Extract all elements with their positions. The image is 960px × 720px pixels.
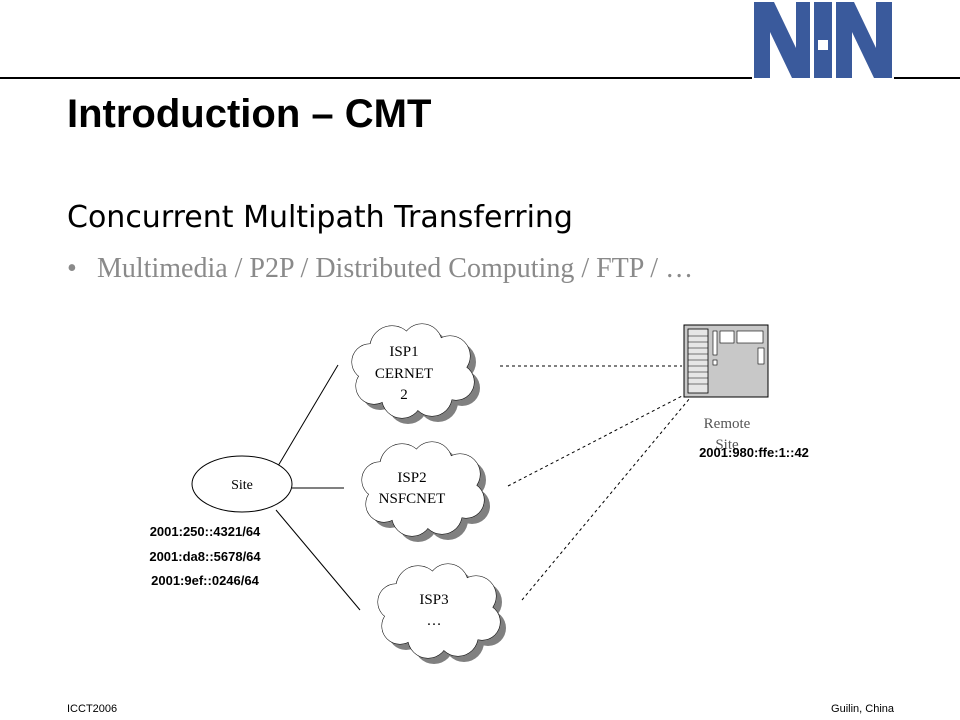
isp1-label-line3: 2: [400, 387, 408, 403]
isp2-cloud: ISP2 NSFCNET: [361, 441, 490, 542]
isp3-label-line2: …: [427, 613, 442, 629]
footer-location: Guilin, China: [831, 703, 894, 715]
slide-title: Introduction – CMT: [67, 92, 432, 136]
footer-conference: ICCT2006: [67, 703, 118, 715]
remote-server-icon: [683, 324, 769, 398]
link-site-isp3: [275, 509, 361, 611]
header-rule: [0, 77, 960, 79]
isp1-label-line1: ISP1: [389, 344, 418, 360]
site-address-2: 2001:da8::5678/64: [149, 549, 261, 564]
bullet-item: • Multimedia / P2P / Distributed Computin…: [67, 253, 693, 285]
link-isp3-remote: [521, 397, 691, 601]
remote-site-label-line2: Site: [715, 437, 739, 453]
remote-address: 2001:980:ffe:1::42: [699, 445, 809, 460]
link-isp2-remote: [507, 395, 683, 487]
bullet-dot: •: [67, 253, 77, 284]
isp2-label-line2: NSFCNET: [379, 491, 446, 507]
isp3-cloud: ISP3 …: [377, 563, 506, 664]
ngn-logo: [752, 0, 894, 80]
isp1-label-line2: CERNET: [375, 366, 433, 382]
site-label: Site: [231, 478, 253, 493]
isp2-label-line1: ISP2: [397, 470, 426, 486]
site-node: Site: [191, 455, 293, 513]
isp3-label-line1: ISP3: [419, 592, 448, 608]
slide-subtitle: Concurrent Multipath Transferring: [67, 200, 573, 235]
bullet-text: Multimedia / P2P / Distributed Computing…: [97, 253, 694, 284]
remote-site-label-line1: Remote: [704, 416, 751, 432]
site-address-3: 2001:9ef::0246/64: [151, 573, 259, 588]
isp1-cloud: ISP1 CERNET 2: [351, 323, 480, 424]
site-address-1: 2001:250::4321/64: [150, 524, 261, 539]
link-site-isp1: [277, 364, 339, 467]
